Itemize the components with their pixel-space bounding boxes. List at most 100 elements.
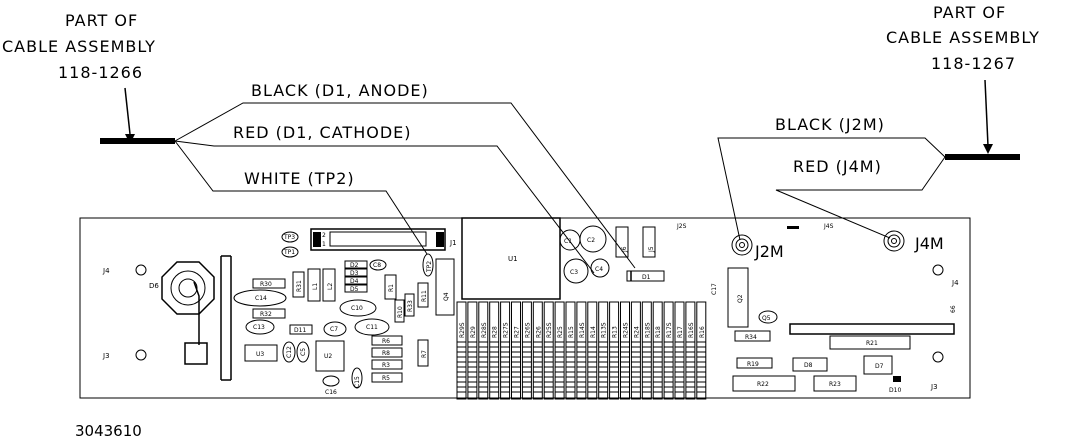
resistor-bank-element: [532, 301, 543, 400]
label-r8: R8: [382, 350, 390, 357]
label-c3: C3: [570, 269, 578, 276]
r21-resistor: [829, 335, 911, 350]
c12-capacitor: [282, 341, 296, 363]
resistor-bank-element: [456, 301, 467, 400]
resistor-bank-label: R27S: [503, 322, 510, 338]
label-c13: C13: [253, 324, 265, 331]
resistor-bank-label: R29: [470, 326, 477, 338]
j1-latch-left: [313, 232, 321, 247]
resistor-bank-element: [620, 301, 630, 400]
label-tp1: TP1: [283, 249, 295, 256]
label-tp2: TP2: [426, 261, 433, 273]
label-r11: R11: [421, 290, 428, 302]
resistor-bank-label: R28S: [481, 322, 488, 338]
u2-chip: [315, 340, 345, 372]
d7-diode: [863, 355, 893, 375]
tp3-testpoint: [281, 231, 299, 243]
tp2-testpoint: [422, 253, 434, 277]
j1-pin-field: [329, 231, 427, 247]
resistor-bank-label: R24: [633, 326, 640, 338]
label-c8: C8: [373, 262, 381, 269]
d1-diode: [626, 270, 665, 282]
label-r19: R19: [747, 361, 759, 368]
resistor-bank-element: [511, 301, 521, 400]
resistor-bank-element: [554, 301, 565, 400]
wire-black-j2m: [717, 137, 946, 241]
label-d7: D7: [875, 363, 884, 370]
label-j3-left: J3: [102, 352, 110, 360]
label-r5: R5: [382, 375, 390, 382]
resistor-bank-label: R27: [514, 326, 521, 338]
left-assembly-line1: PART OF: [65, 11, 138, 30]
resistor-bank-label: R13S: [601, 322, 608, 338]
resistor-bank-element: [500, 301, 511, 400]
j1-connector: 2 1 J1: [310, 228, 457, 251]
r34-resistor: [734, 330, 771, 342]
label-c1: C1: [564, 238, 572, 245]
r21-bracket: [789, 323, 955, 335]
resistor-bank-element: [489, 301, 500, 400]
wire-red-d1: [174, 140, 595, 274]
label-c17: C17: [711, 283, 718, 295]
left-wire-group: [174, 102, 636, 274]
c11-capacitor: [354, 318, 390, 336]
label-j4-left: J4: [102, 267, 110, 275]
resistor-bank-label: R25S: [546, 322, 553, 338]
resistor-bank-element: [685, 301, 696, 400]
label-u1: U1: [508, 255, 518, 263]
label-j4m: J4M: [914, 234, 944, 253]
resistor-bank-element: [467, 301, 478, 400]
label-c10: C10: [351, 305, 363, 312]
d6-inner-ring: [170, 270, 206, 306]
resistor-bank-element: [641, 301, 652, 400]
left-assembly-line2: CABLE ASSEMBLY: [2, 37, 156, 56]
part-number: 3043610: [75, 422, 142, 440]
r32-resistor: [252, 308, 286, 319]
left-cable-stub: [100, 138, 175, 144]
j5-header: [642, 226, 656, 258]
left-assembly-leader: [124, 87, 131, 135]
d2-diode: [344, 260, 368, 269]
resistor-bank-label: R15: [568, 326, 575, 338]
right-assembly-line1: PART OF: [933, 3, 1006, 22]
label-j2s: J2S: [676, 223, 687, 230]
j4s-marker: [787, 226, 799, 229]
label-d3: D3: [350, 270, 359, 277]
label-q2: Q2: [737, 294, 744, 303]
r33-resistor: [404, 293, 415, 317]
resistor-bank-label: R17S: [666, 322, 673, 338]
r5-resistor: [371, 372, 403, 383]
wire-red-j4m: [775, 156, 946, 239]
right-wire-group: [717, 137, 946, 241]
right-assembly-leader: [984, 79, 989, 147]
label-u3: U3: [256, 351, 264, 358]
c13-capacitor: [245, 319, 275, 335]
label-c15: C15: [354, 376, 361, 388]
d4-diode: [344, 276, 368, 285]
label-j4-right: J4: [951, 279, 959, 287]
wire-label-red-d1: RED (D1, CATHODE): [233, 123, 412, 142]
wire-white-tp2: [174, 140, 428, 255]
r3-resistor: [371, 359, 403, 370]
label-u2: U2: [324, 353, 332, 360]
u3-chip: [244, 344, 278, 362]
r23-resistor: [813, 375, 857, 392]
c4-capacitor: [590, 258, 610, 278]
label-r23: R23: [829, 381, 841, 388]
right-assembly-line3: 118-1267: [931, 54, 1016, 73]
label-c11: C11: [366, 324, 378, 331]
d6-connector: D6: [149, 255, 232, 381]
j6-header: [615, 226, 629, 258]
label-r21: R21: [866, 340, 878, 347]
left-assembly-callout: PART OF CABLE ASSEMBLY 118-1266: [2, 11, 156, 144]
label-l1: L1: [312, 283, 319, 290]
r1-resistor: [384, 274, 397, 300]
label-j6: J6: [621, 246, 628, 253]
wire-label-black-d1: BLACK (D1, ANODE): [251, 81, 429, 100]
q5-transistor: [758, 310, 778, 324]
label-r1: R1: [388, 284, 395, 292]
d6-core: [178, 278, 198, 298]
label-r31: R31: [296, 280, 303, 292]
